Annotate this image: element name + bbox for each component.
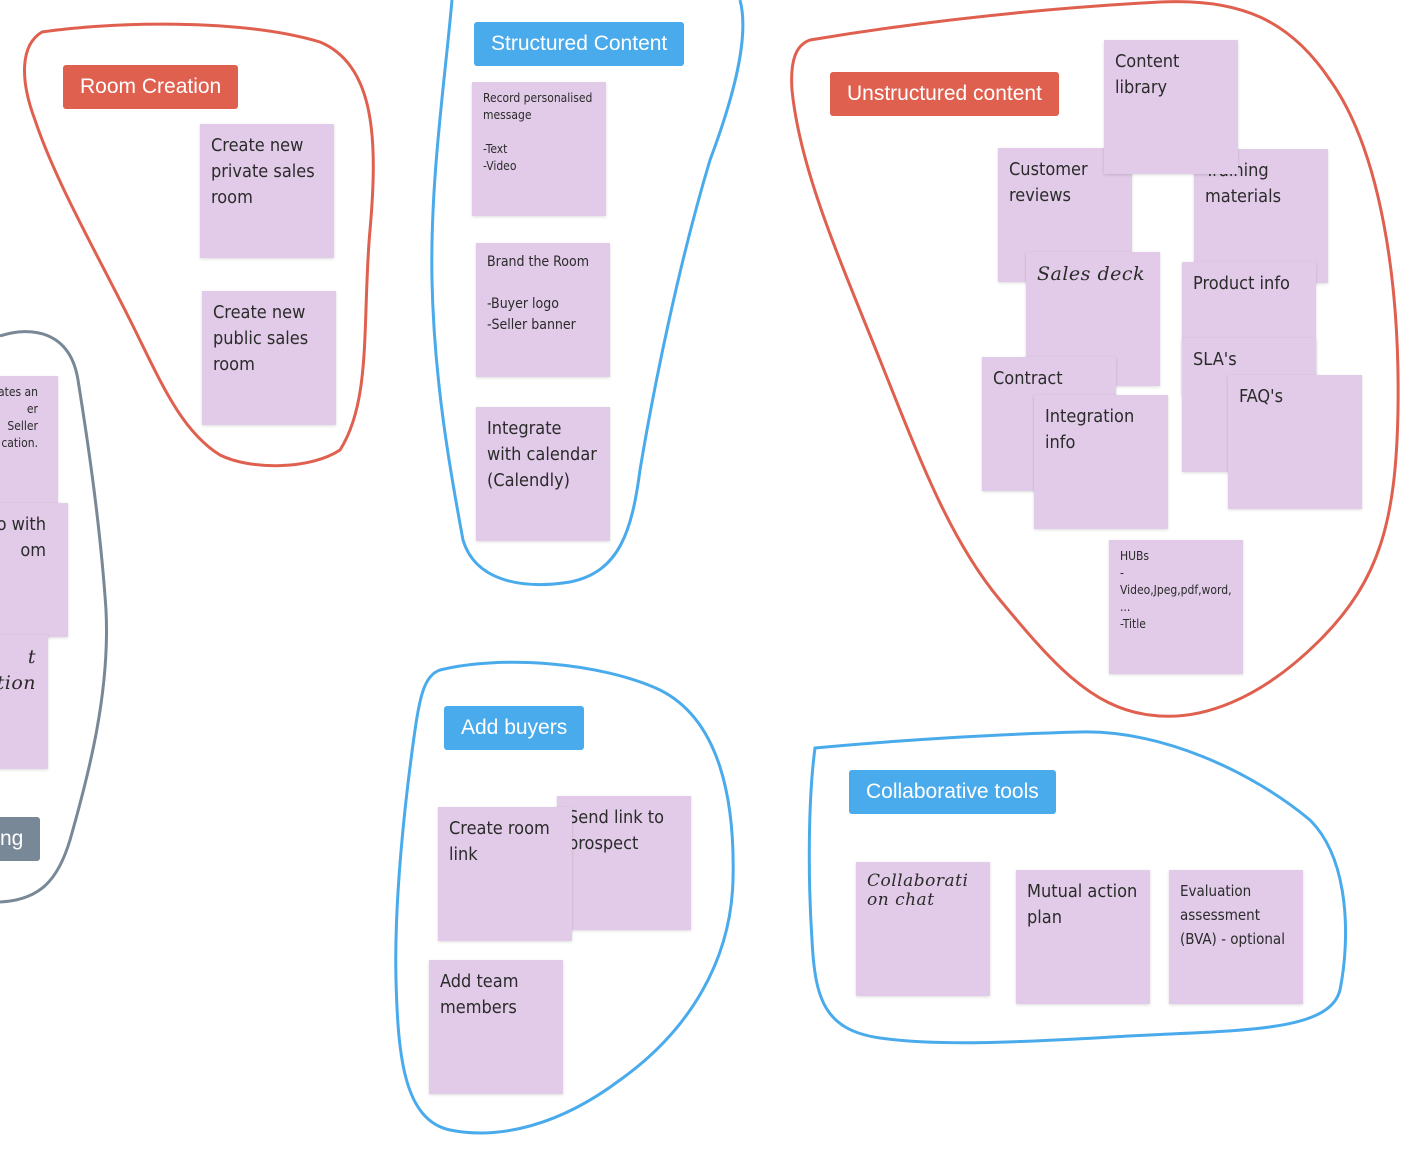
add-buyers-outline[interactable] xyxy=(394,660,735,1135)
sticky-note-hubs[interactable]: HUBs - Video,Jpeg,pdf,word,... -Title xyxy=(1109,540,1243,674)
sticky-note-brand-room[interactable]: Brand the Room -Buyer logo -Seller banne… xyxy=(476,243,610,377)
sticky-note-partial-2[interactable]: o with om xyxy=(0,503,68,637)
sticky-note-integrate-calendar[interactable]: Integrate with calendar (Calendly) xyxy=(476,407,610,541)
collaborative-tools-outline[interactable] xyxy=(807,730,1348,1045)
sticky-note-partial-3[interactable]: t tion xyxy=(0,635,48,769)
sticky-note-collaboration-chat[interactable]: Collaboration chat xyxy=(856,862,990,996)
add-buyers-label[interactable]: Add buyers xyxy=(444,706,585,750)
sticky-note-content-library[interactable]: Content library xyxy=(1104,40,1238,174)
sticky-note-add-team-members[interactable]: Add team members xyxy=(429,960,563,1094)
partial-group-label[interactable]: ng xyxy=(0,817,41,861)
room-creation-label[interactable]: Room Creation xyxy=(63,65,239,109)
sticky-note-send-link[interactable]: Send link to prospect xyxy=(557,796,691,930)
collaborative-tools-label[interactable]: Collaborative tools xyxy=(849,770,1056,814)
sticky-note-create-public-room[interactable]: Create new public sales room xyxy=(202,291,336,425)
sticky-note-partial-1[interactable]: ates an er Seller cation. xyxy=(0,376,58,510)
partial-left-outline[interactable] xyxy=(0,330,108,904)
unstructured-content-label[interactable]: Unstructured content xyxy=(830,72,1059,116)
structured-content-outline[interactable] xyxy=(430,0,745,586)
sticky-note-faqs[interactable]: FAQ's xyxy=(1228,375,1362,509)
sticky-note-create-private-room[interactable]: Create new private sales room xyxy=(200,124,334,258)
sticky-note-evaluation-assessment[interactable]: Evaluation assessment (BVA) - optional xyxy=(1169,870,1303,1004)
sticky-note-record-message[interactable]: Record personalised message -Text -Video xyxy=(472,82,606,216)
sticky-note-create-room-link[interactable]: Create room link xyxy=(438,807,572,941)
sticky-note-mutual-action-plan[interactable]: Mutual action plan xyxy=(1016,870,1150,1004)
unstructured-content-outline[interactable] xyxy=(790,0,1400,718)
structured-content-label[interactable]: Structured Content xyxy=(474,22,685,66)
sticky-note-integration-info[interactable]: Integration info xyxy=(1034,395,1168,529)
room-creation-outline[interactable] xyxy=(23,22,375,468)
